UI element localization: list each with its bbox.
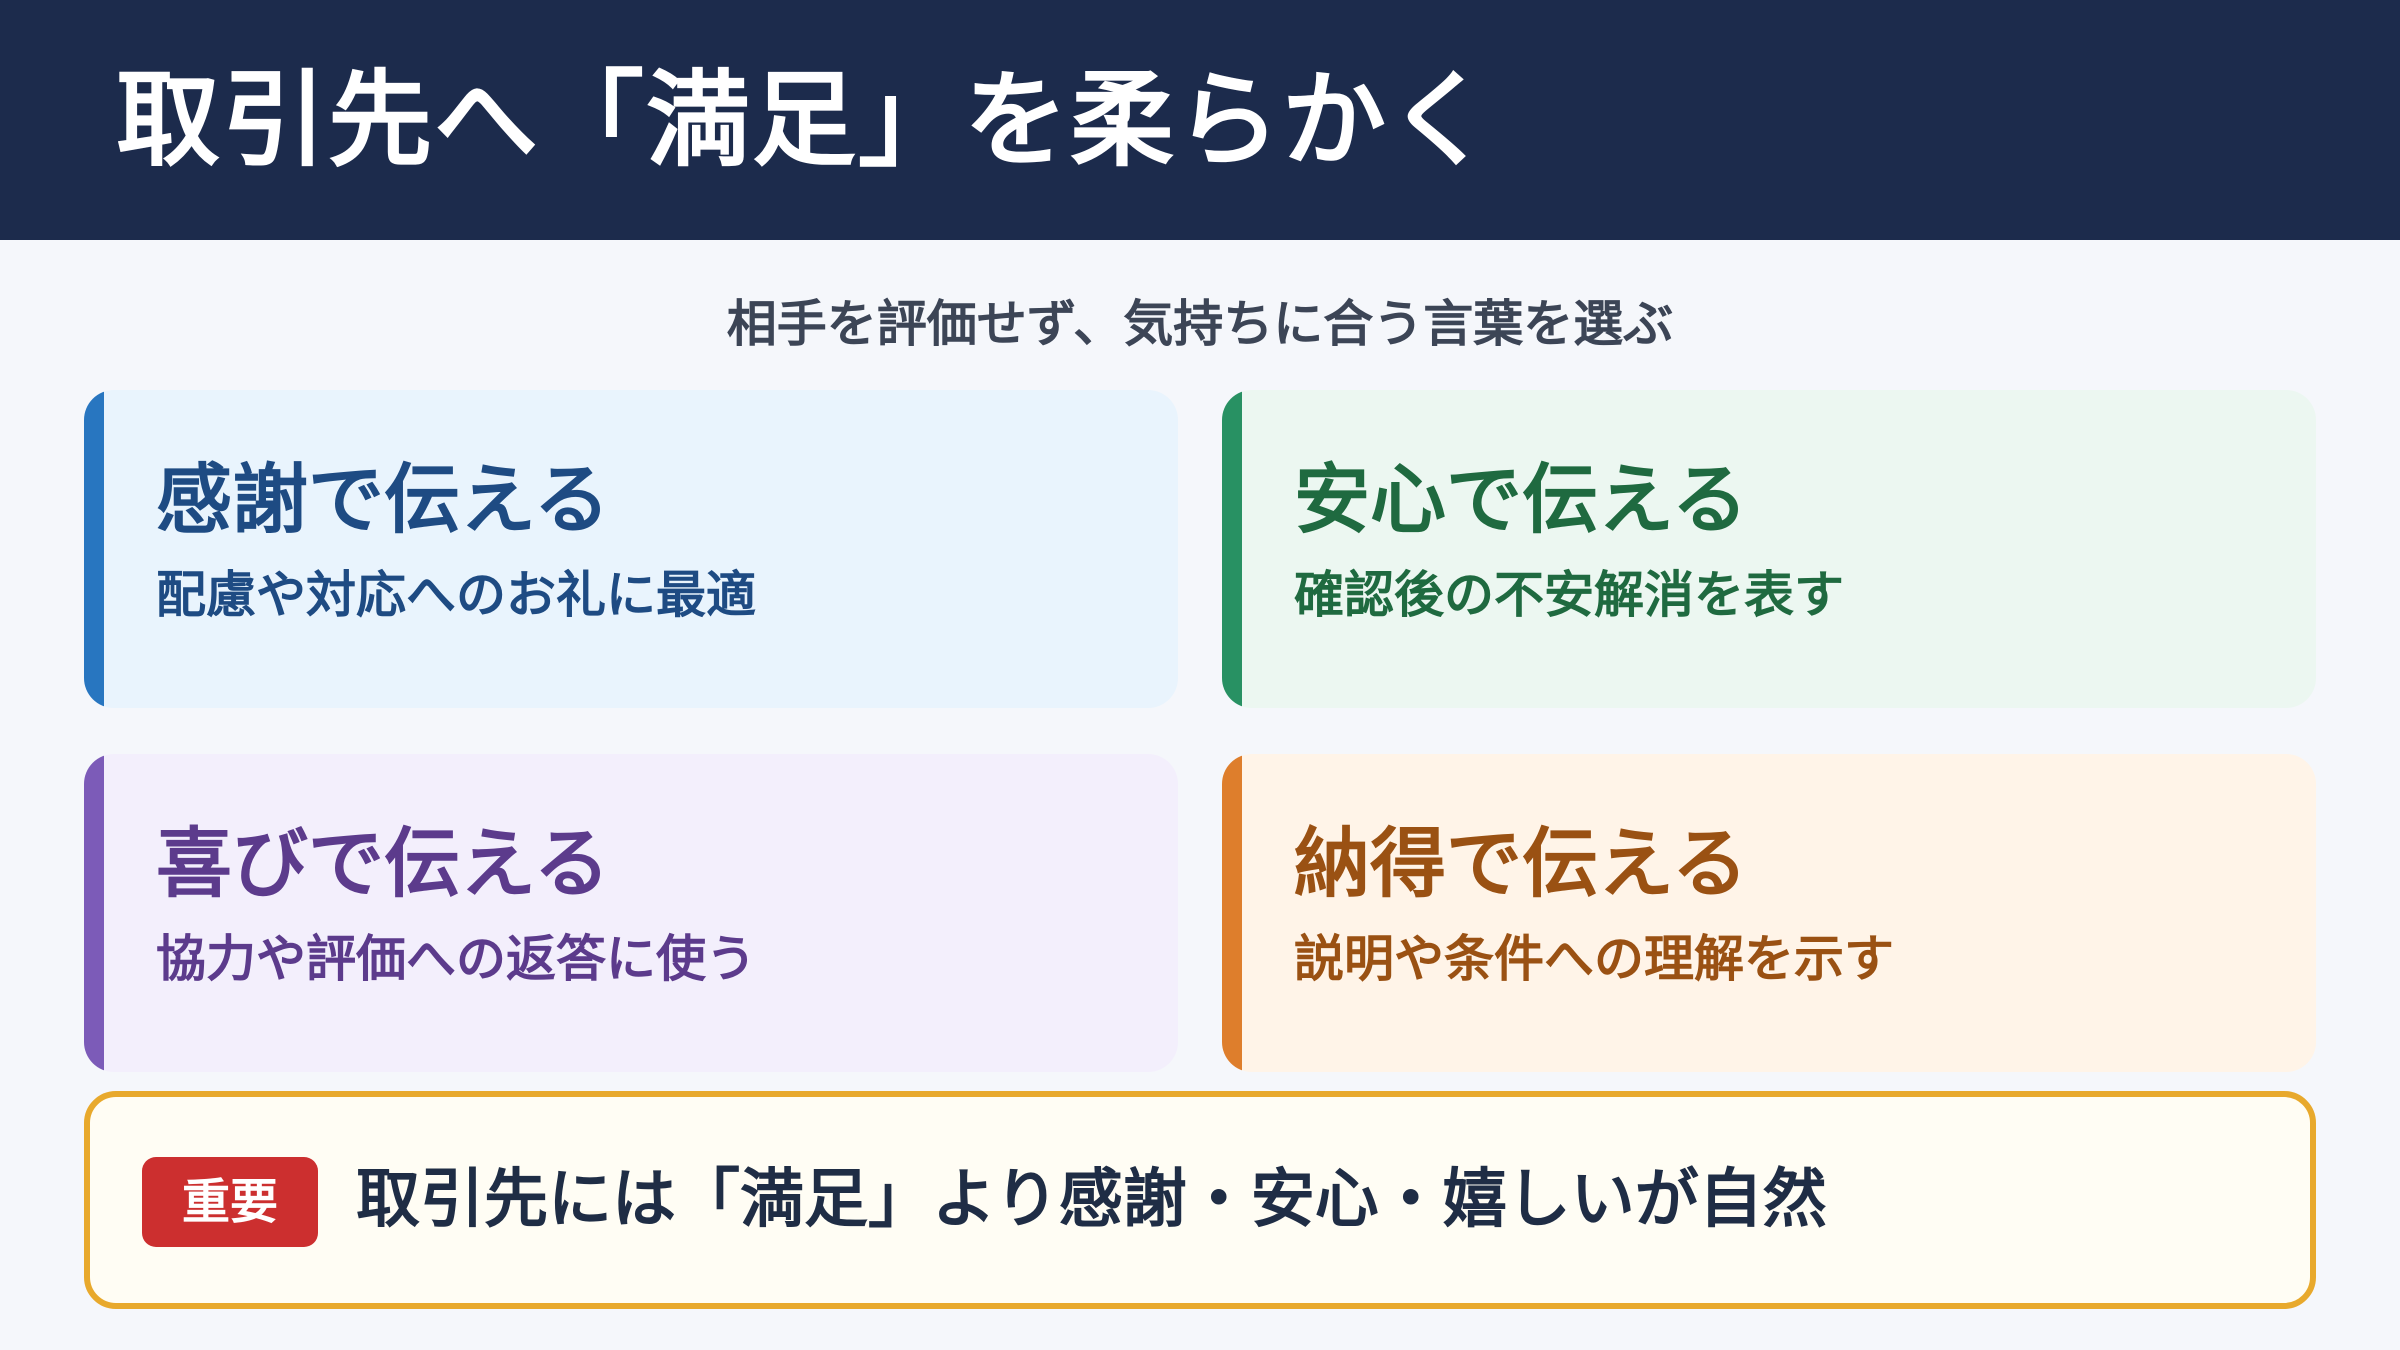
card-accent-bar xyxy=(1222,754,1242,1072)
card-title: 喜びで伝える xyxy=(156,819,610,908)
important-badge: 重要 xyxy=(142,1157,318,1247)
card-accent-bar xyxy=(84,754,104,1072)
card-title: 納得で伝える xyxy=(1294,819,1748,908)
card-accent-bar xyxy=(1222,390,1242,708)
card-gratitude: 感謝で伝える 配慮や対応へのお礼に最適 xyxy=(84,390,1178,708)
card-title: 感謝で伝える xyxy=(156,455,610,544)
card-description: 説明や条件への理解を示す xyxy=(1294,930,1894,988)
card-title: 安心で伝える xyxy=(1294,455,1748,544)
card-description: 確認後の不安解消を表す xyxy=(1294,566,1844,624)
card-accent-bar xyxy=(84,390,104,708)
card-reassurance: 安心で伝える 確認後の不安解消を表す xyxy=(1222,390,2316,708)
header-bar: 取引先へ「満足」を柔らかく xyxy=(0,0,2400,240)
page-title: 取引先へ「満足」を柔らかく xyxy=(116,59,1495,181)
card-description: 協力や評価への返答に使う xyxy=(156,930,756,988)
card-joy: 喜びで伝える 協力や評価への返答に使う xyxy=(84,754,1178,1072)
card-description: 配慮や対応へのお礼に最適 xyxy=(156,566,756,624)
important-note-text: 取引先には「満足」より感謝・安心・嬉しいが自然 xyxy=(356,1163,1827,1237)
card-understanding: 納得で伝える 説明や条件への理解を示す xyxy=(1222,754,2316,1072)
page-subtitle: 相手を評価せず、気持ちに合う言葉を選ぶ xyxy=(726,295,1674,353)
important-note: 重要 取引先には「満足」より感謝・安心・嬉しいが自然 xyxy=(84,1091,2316,1309)
